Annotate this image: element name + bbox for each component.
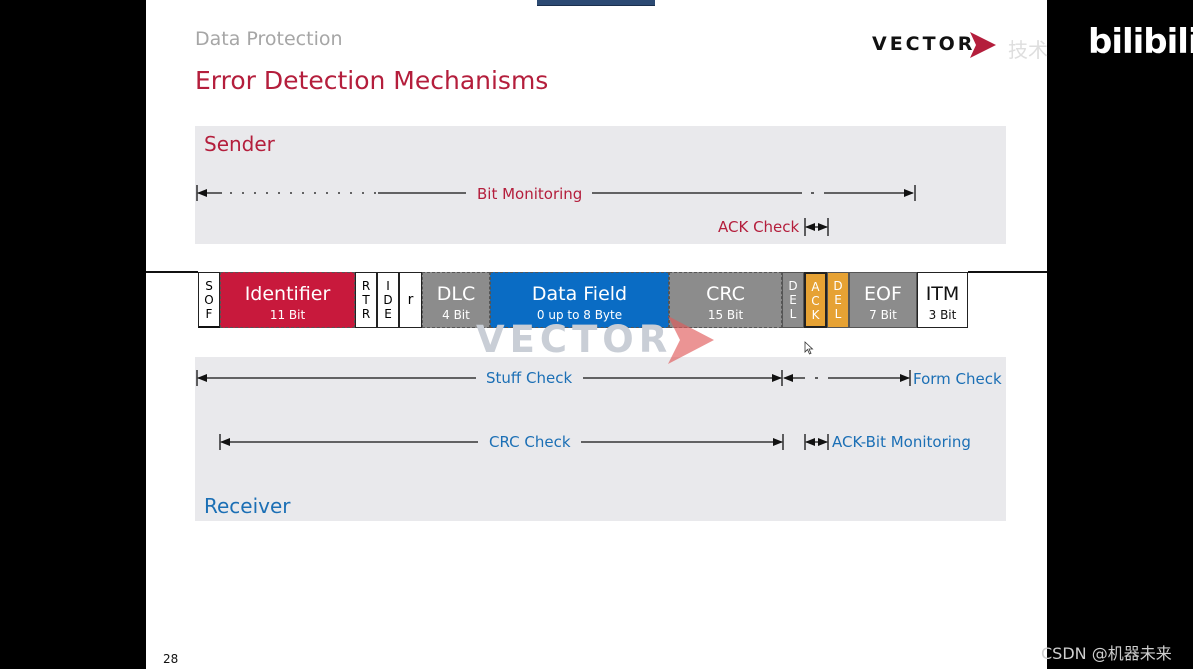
ack-bit-monitoring-arrow [804, 434, 829, 450]
overlay-partial-text: 技术 [1008, 38, 1048, 62]
form-check-label: Form Check [913, 370, 1002, 388]
slide [146, 0, 1047, 669]
ack-bit-monitoring-label: ACK-Bit Monitoring [832, 433, 971, 451]
field-eof: EOF 7 Bit [849, 272, 917, 328]
field-data: Data Field 0 up to 8 Byte [490, 272, 669, 328]
ack-check-arrow [804, 218, 829, 236]
field-r: r [399, 272, 422, 328]
field-itm: ITM 3 Bit [917, 272, 968, 328]
field-crc: CRC 15 Bit [669, 272, 782, 328]
crc-check-arrow [219, 434, 784, 450]
vector-watermark: VECTOR [476, 318, 673, 361]
sender-label: Sender [204, 132, 275, 156]
bus-line-left [146, 271, 198, 273]
receiver-band [195, 357, 1006, 521]
crc-check-label: CRC Check [489, 433, 571, 451]
stuff-check-label: Stuff Check [486, 369, 573, 387]
bit-monitoring-label: Bit Monitoring [477, 185, 583, 203]
page-number: 28 [163, 652, 179, 666]
bus-line-right [968, 271, 1047, 273]
stuff-check-arrow [196, 370, 783, 386]
form-check-arrow [783, 370, 911, 386]
csdn-watermark: CSDN @机器未来 [1041, 644, 1172, 663]
vector-chevron-icon [970, 32, 996, 58]
top-bar [537, 0, 655, 6]
watermark-chevron-icon [668, 316, 714, 364]
section-title: Data Protection [195, 28, 343, 50]
field-identifier: Identifier 11 Bit [220, 272, 355, 328]
bit-monitoring-arrow [196, 185, 916, 201]
mouse-cursor-icon [804, 341, 814, 355]
page-title: Error Detection Mechanisms [195, 66, 549, 95]
receiver-label: Receiver [204, 494, 291, 518]
vector-logo-text: VECTOR [872, 33, 976, 55]
ack-check-label: ACK Check [718, 218, 800, 236]
bilibili-logo: bilibili [1088, 22, 1193, 62]
vector-logo: VECTOR [872, 33, 975, 55]
sender-band [195, 126, 1006, 244]
field-dlc: DLC 4 Bit [422, 272, 490, 328]
